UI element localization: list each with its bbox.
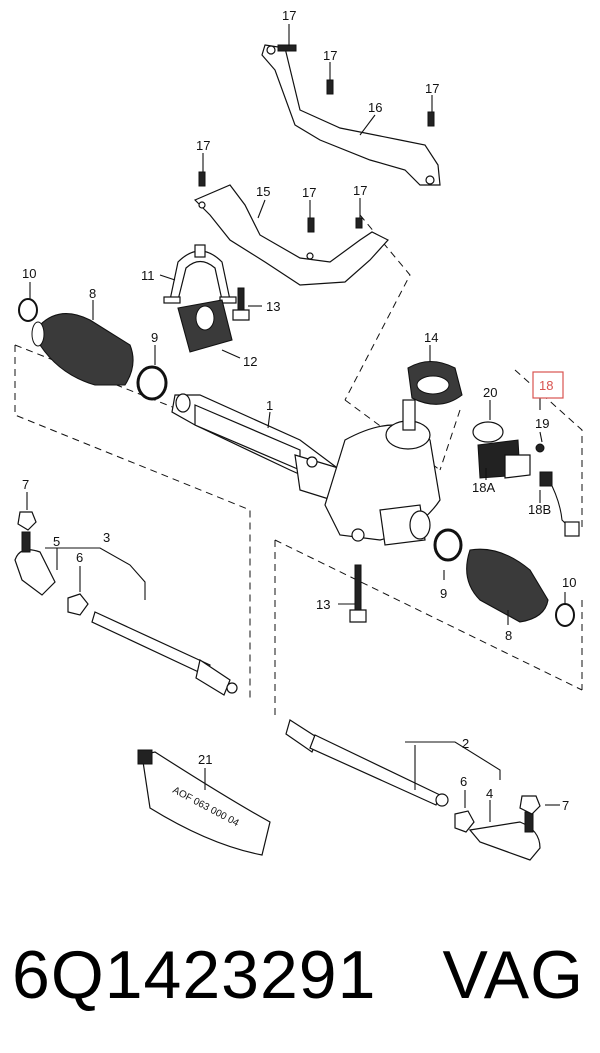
callout-13: 13 [266,299,280,314]
callout-9: 9 [151,330,158,345]
callout-7: 7 [562,798,569,813]
callout-21: 21 [198,752,212,767]
callout-3: 3 [103,530,110,545]
callout-1: 1 [266,398,273,413]
callout-18b: 18B [528,502,551,517]
bracket-15 [193,184,389,286]
callout-15: 15 [256,184,270,199]
callout-11: 11 [141,268,155,283]
callout-19: 19 [535,416,549,431]
bolts-17 [198,79,435,233]
callout-18a: 18A [472,480,495,495]
callout-17: 17 [323,48,337,63]
nuts [17,511,541,833]
clamp-11 [163,244,237,304]
callout-9: 9 [440,586,447,601]
callout-8: 8 [89,286,96,301]
callout-8: 8 [505,628,512,643]
callout-17: 17 [353,183,367,198]
callout-16: 16 [368,100,382,115]
bolt-13-lower [349,564,367,623]
callout-4: 4 [486,786,493,801]
footer: 6Q1423291 VAG [0,925,600,1035]
callout-17: 17 [302,185,316,200]
tie-rod-3-left [91,611,238,696]
boot-8-left [31,313,134,386]
clamps-10 [18,298,575,627]
callout-17: 17 [425,81,439,96]
tie-rod-end-5 [14,531,56,596]
tie-rod-end-4 [468,811,541,861]
clips-9 [136,365,463,562]
callout-6: 6 [460,774,467,789]
boot-8-right [466,548,549,623]
part-number: 6Q1423291 [12,937,377,1013]
callout-2: 2 [462,736,469,751]
callout-10: 10 [22,266,36,281]
brand-name: VAG [442,937,584,1013]
callout-17: 17 [282,8,296,23]
bolt-13-upper [232,287,250,321]
callout-7: 7 [22,477,29,492]
tie-rod-2-right [285,719,449,807]
callout-6: 6 [76,550,83,565]
callout-14: 14 [424,330,438,345]
callout-20: 20 [483,385,497,400]
exploded-parts-diagram: AOF 063 000 04 [14,8,583,861]
callout-12: 12 [243,354,257,369]
callout-5: 5 [53,534,60,549]
bracket-16 [261,44,441,186]
callout-18-highlight-box [532,371,564,399]
rubber-mount-12 [177,299,233,353]
callout-17: 17 [196,138,210,153]
callout-13: 13 [316,597,330,612]
callout-labels: 17 17 17 17 17 17 16 15 14 13 13 12 11 1… [22,8,576,813]
steering-rack-1 [171,393,441,546]
callout-10: 10 [562,575,576,590]
sensor-group [472,421,580,537]
grommet-14 [407,360,463,405]
callout-18: 18 [539,378,553,393]
